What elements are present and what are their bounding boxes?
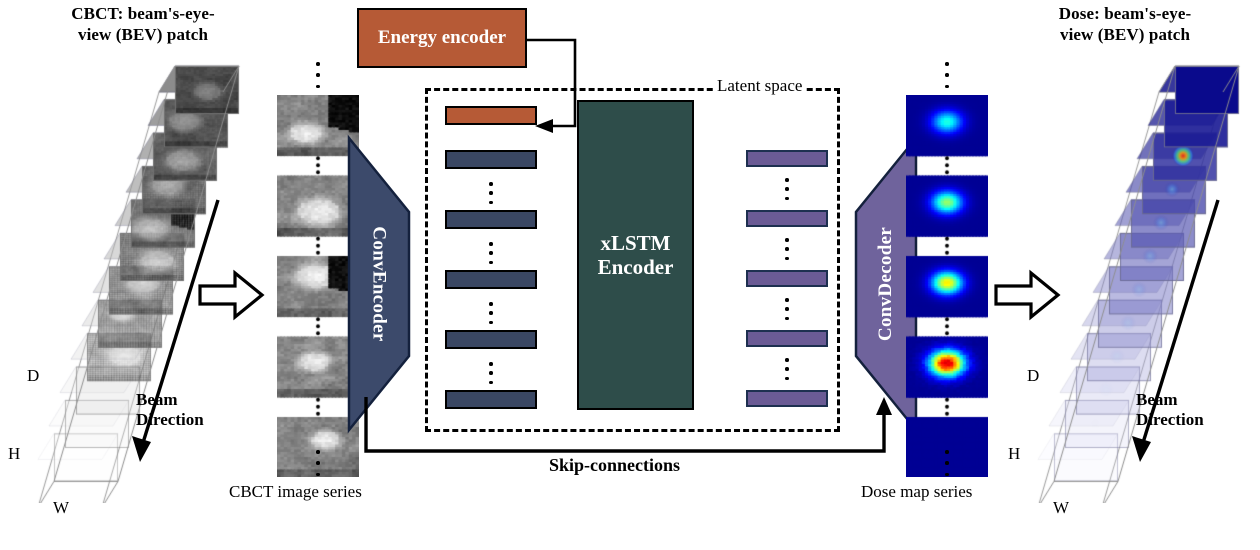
beam-direction-label-left: Beam Direction xyxy=(136,390,204,431)
dose-map-series xyxy=(906,95,988,477)
left-title-line2: view (BEV) patch xyxy=(77,24,209,44)
cbct-dim-w: W xyxy=(53,498,70,517)
xlstm-label-line1: xLSTM xyxy=(600,230,671,255)
vertical-ellipsis-icon-cbct-top xyxy=(314,62,322,88)
latent-space-label: Latent space xyxy=(713,76,807,96)
latent-bar-energy[interactable] xyxy=(445,106,537,125)
left-title-line1: CBCT: beam's-eye- xyxy=(71,4,215,23)
latent-bar-feature-3[interactable] xyxy=(445,270,537,289)
cbct-volume xyxy=(30,58,245,503)
vertical-ellipsis-icon-dose-bottom xyxy=(943,450,951,476)
beam-label-left-l1: Beam xyxy=(136,390,178,409)
beam-direction-label-right: Beam Direction xyxy=(1136,390,1204,431)
latent-out-bar-4[interactable] xyxy=(746,330,828,347)
dose-dim-w: W xyxy=(1053,498,1070,517)
vertical-ellipsis-icon-left-1 xyxy=(487,182,495,204)
right-title: Dose: beam's-eye- view (BEV) patch xyxy=(1000,4,1250,45)
xlstm-label-line2: Encoder xyxy=(597,255,674,279)
vertical-ellipsis-icon-right-4 xyxy=(783,358,791,380)
latent-bar-feature-2[interactable] xyxy=(445,210,537,229)
vertical-ellipsis-icon-right-2 xyxy=(783,238,791,260)
beam-label-right-l2: Direction xyxy=(1136,410,1204,430)
right-title-line1: Dose: beam's-eye- xyxy=(1058,4,1192,23)
cbct-image-series xyxy=(277,95,359,477)
right-title-line2: view (BEV) patch xyxy=(1059,24,1191,44)
beam-label-left-l2: Direction xyxy=(136,410,204,430)
latent-out-bar-5[interactable] xyxy=(746,390,828,407)
dose-dim-d: D xyxy=(1027,366,1040,385)
energy-encoder-block[interactable]: Energy encoder xyxy=(357,8,527,68)
vertical-ellipsis-icon-left-3 xyxy=(487,302,495,324)
cbct-dim-d: D xyxy=(27,366,40,385)
latent-bar-feature-5[interactable] xyxy=(445,390,537,409)
conv-encoder-block[interactable]: ConvEncoder xyxy=(345,134,413,434)
cbct-series-caption: CBCT image series xyxy=(229,482,362,501)
beam-direction-arrow-icon-right xyxy=(1132,199,1220,462)
latent-bar-feature-4[interactable] xyxy=(445,330,537,349)
conv-decoder-label: ConvDecoder xyxy=(875,226,897,342)
block-arrow-right-icon-in xyxy=(198,269,265,321)
dose-series-caption: Dose map series xyxy=(861,482,973,501)
vertical-ellipsis-icon-cbct-bottom xyxy=(314,450,322,476)
vertical-ellipsis-icon-dose-top xyxy=(943,62,951,88)
vertical-ellipsis-icon-left-2 xyxy=(487,242,495,264)
dose-dim-h: H xyxy=(1008,444,1021,463)
latent-bar-feature-1[interactable] xyxy=(445,150,537,169)
conv-encoder-label: ConvEncoder xyxy=(369,226,391,342)
latent-right-column xyxy=(746,150,828,418)
latent-out-bar-2[interactable] xyxy=(746,210,828,227)
latent-space-boundary xyxy=(425,88,840,432)
energy-connector-arrow-icon xyxy=(527,38,577,133)
xlstm-encoder-block[interactable]: xLSTM Encoder xyxy=(577,100,694,410)
dose-volume xyxy=(1030,58,1245,503)
vertical-ellipsis-icon-right-1 xyxy=(783,178,791,200)
skip-connections-label: Skip-connections xyxy=(549,455,681,475)
latent-out-bar-3[interactable] xyxy=(746,270,828,287)
cbct-dim-h: H xyxy=(8,444,21,463)
latent-left-column xyxy=(445,106,537,418)
beam-label-right-l1: Beam xyxy=(1136,390,1178,409)
vertical-ellipsis-icon-left-4 xyxy=(487,362,495,384)
skip-connection-arrow-icon xyxy=(364,397,892,453)
beam-direction-arrow-icon-left xyxy=(132,199,220,462)
vertical-ellipsis-icon-right-3 xyxy=(783,298,791,320)
latent-out-bar-1[interactable] xyxy=(746,150,828,167)
left-title: CBCT: beam's-eye- view (BEV) patch xyxy=(18,4,268,45)
